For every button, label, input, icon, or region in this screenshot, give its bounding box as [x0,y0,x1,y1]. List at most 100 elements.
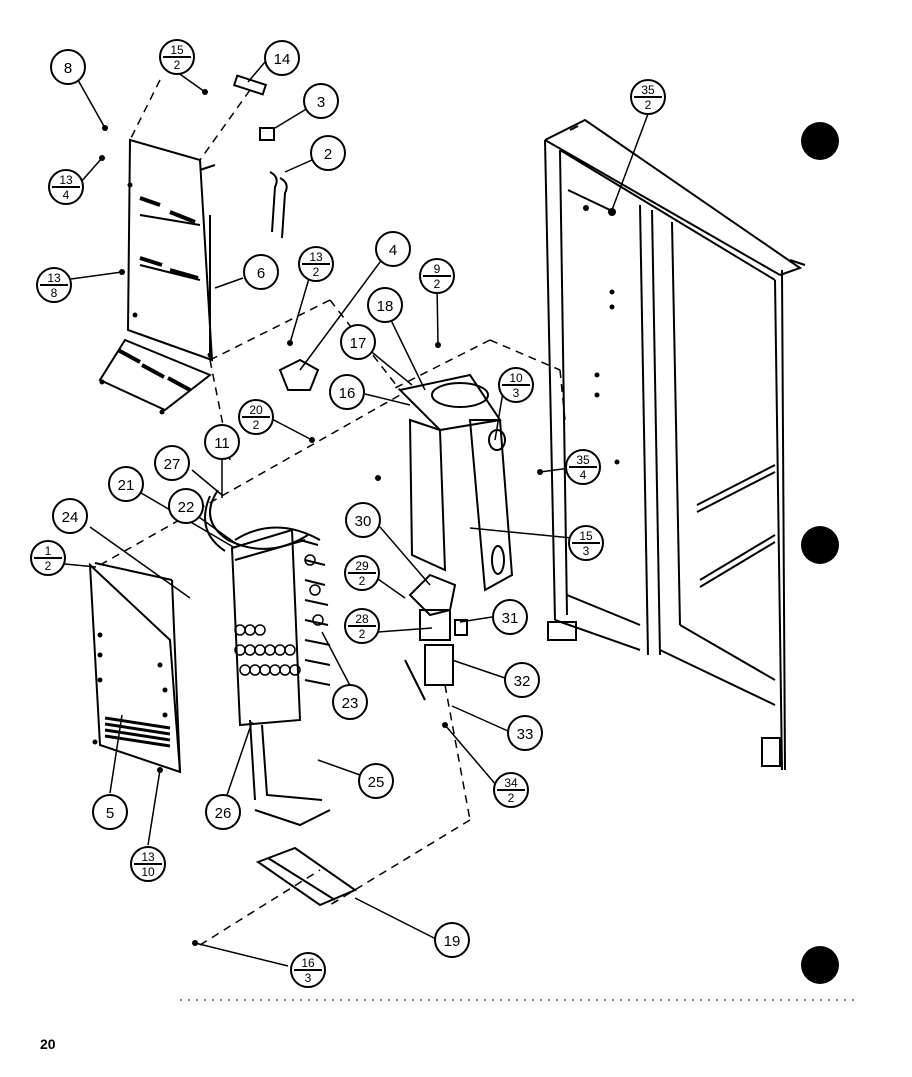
callout-4: 4 [375,231,411,267]
callout-33-label: 33 [517,726,534,743]
cabinet-screws [583,205,620,465]
callout-17-label: 17 [350,335,367,352]
callout-3-label: 3 [317,94,325,111]
callout-9-2: 92 [419,258,455,294]
callout-21: 21 [108,466,144,502]
callout-13-10-top: 13 [141,850,155,864]
cabinet-assembly [544,118,806,771]
callout-2-label: 2 [324,146,332,163]
callout-26-label: 26 [215,805,232,822]
callout-4-label: 4 [389,242,397,259]
callout-15-2: 152 [159,39,195,75]
callout-21-label: 21 [118,477,135,494]
callout-3: 3 [303,83,339,119]
callout-16-3-bottom: 3 [305,971,312,985]
callout-2: 2 [310,135,346,171]
callout-32: 32 [504,662,540,698]
callout-29-2: 292 [344,555,380,591]
callout-31: 31 [492,599,528,635]
upper-back-panel [98,138,216,412]
callout-34-2: 342 [493,772,529,808]
fan-bracket [397,373,514,701]
callout-16-3: 163 [290,952,326,988]
callout-33: 33 [507,715,543,751]
callout-25: 25 [358,763,394,799]
panel-vents [117,196,199,392]
callout-13-4-top: 13 [59,173,73,187]
callouts: 8 14 3 2 6 4 18 17 16 11 27 21 22 24 30 … [50,40,543,958]
callout-16: 16 [329,374,365,410]
callout-10-3-top: 10 [509,371,523,385]
callout-29-2-top: 29 [355,559,369,573]
callout-18-label: 18 [377,298,394,315]
callout-8-label: 8 [64,60,72,77]
callout-9-2-bottom: 2 [434,277,441,291]
callout-15-3-top: 15 [579,529,593,543]
callout-20-2-bottom: 2 [253,418,260,432]
callout-35-2-top: 35 [641,83,655,97]
callout-24-label: 24 [62,509,79,526]
callout-16-label: 16 [339,385,356,402]
callout-11-label: 11 [214,435,230,452]
callout-32-label: 32 [514,673,531,690]
callout-10-3: 103 [498,367,534,403]
callout-13-8-top: 13 [47,271,61,285]
callout-13-8: 138 [36,267,72,303]
callout-27: 27 [154,445,190,481]
callout-6: 6 [243,254,279,290]
callout-35-2-bottom: 2 [645,98,652,112]
callout-1-2-bottom: 2 [45,559,52,573]
callout-16-3-top: 16 [301,956,315,970]
callout-34-2-bottom: 2 [508,791,515,805]
drain-trough [255,846,358,907]
callout-19-label: 19 [444,933,461,950]
callout-14-label: 14 [274,51,291,68]
callout-28-2: 282 [344,608,380,644]
evaporator-coil [204,489,331,827]
callout-15-3-bottom: 3 [583,544,590,558]
callout-9-2-top: 9 [434,262,441,276]
small-parts [232,74,320,391]
callout-11: 11 [204,424,240,460]
callout-1-2-top: 1 [45,544,52,558]
callout-5: 5 [92,794,128,830]
callout-26: 26 [205,794,241,830]
callout-22-label: 22 [178,499,195,516]
callout-34-2-top: 34 [504,776,518,790]
callout-15-2-bottom: 2 [174,58,181,72]
callout-35-4: 354 [565,449,601,485]
callout-20-2-top: 20 [249,403,263,417]
callout-14: 14 [264,40,300,76]
callout-22: 22 [168,488,204,524]
callout-23: 23 [332,684,368,720]
page-number: 20 [40,1036,56,1052]
callout-19: 19 [434,922,470,958]
fasteners [92,89,543,946]
callout-35-4-bottom: 4 [580,468,587,482]
callout-35-4-top: 35 [576,453,590,467]
callout-1-2: 12 [30,540,66,576]
callout-13-2: 132 [298,246,334,282]
callout-28-2-top: 28 [355,612,369,626]
callout-13-2-bottom: 2 [313,265,320,279]
callout-27-label: 27 [164,456,181,473]
callout-15-2-top: 15 [170,43,184,57]
callout-13-8-bottom: 8 [51,286,58,300]
evaporator-cover [88,562,182,774]
cover-grille [104,716,171,748]
callout-30: 30 [345,502,381,538]
evaporator-fins [234,554,324,676]
callout-5-label: 5 [106,805,114,822]
callout-29-2-bottom: 2 [359,574,366,588]
callout-17: 17 [340,324,376,360]
callout-35-2: 352 [630,79,666,115]
callout-15-3: 153 [568,525,604,561]
callout-20-2: 202 [238,399,274,435]
callout-6-label: 6 [257,265,265,282]
callout-30-label: 30 [355,513,372,530]
callout-13-4-bottom: 4 [63,188,70,202]
callout-18: 18 [367,287,403,323]
callout-23-label: 23 [342,695,359,712]
